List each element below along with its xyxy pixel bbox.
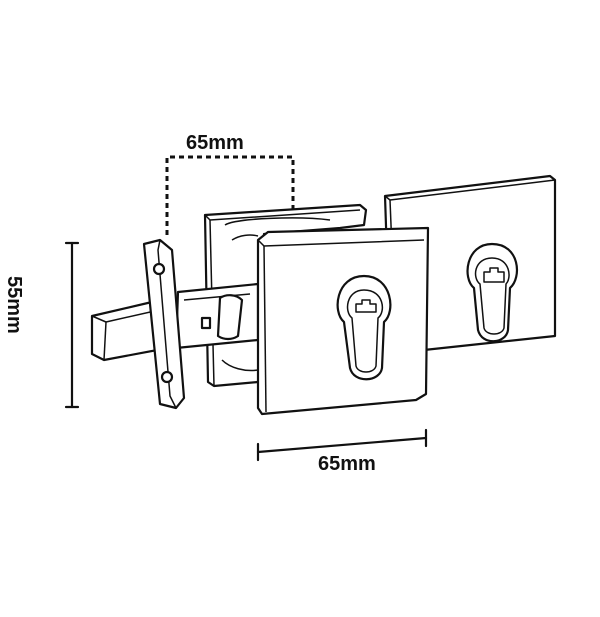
height-dimension-label: 55mm	[3, 276, 25, 334]
top-dimension-label: 65mm	[186, 132, 244, 154]
bolt-body	[174, 282, 260, 350]
bottom-dimension-line	[256, 428, 428, 462]
bottom-dimension-label: 65mm	[318, 453, 376, 475]
left-dimension-line	[64, 241, 80, 409]
rear-cylinder-icon	[466, 242, 518, 343]
faceplate	[142, 238, 186, 410]
top-dimension-bracket	[165, 155, 295, 235]
front-cylinder-icon	[336, 274, 392, 381]
